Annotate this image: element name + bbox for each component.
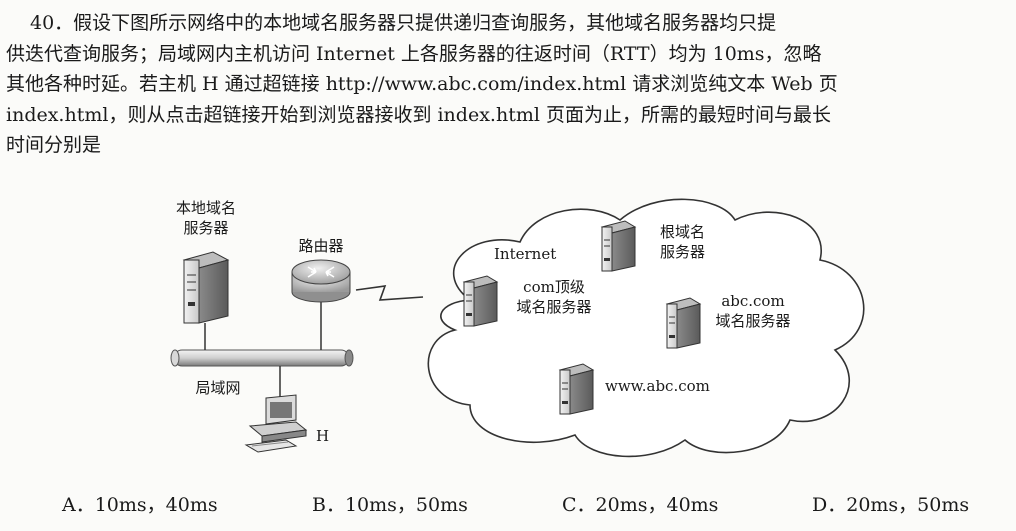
com-tld-label-line: com顶级 <box>523 278 585 296</box>
host-label: H <box>316 427 330 445</box>
question-line: 时间分别是 <box>6 134 102 156</box>
option-c[interactable]: C．20ms，40ms <box>562 494 719 516</box>
question-line: 40．假设下图所示网络中的本地域名服务器只提供递归查询服务，其他域名服务器均只提 <box>30 12 777 34</box>
com-tld-server-icon <box>462 275 499 327</box>
abc-dns-label-line: abc.com <box>721 292 785 310</box>
web-server-icon <box>558 363 595 415</box>
question-line: 供迭代查询服务；局域网内主机访问 Internet 上各服务器的往返时间（RTT… <box>6 42 822 65</box>
question-line: 其他各种时延。若主机 H 通过超链接 http://www.abc.com/in… <box>6 73 838 95</box>
root-dns-label-line: 服务器 <box>660 243 706 261</box>
question-line: index.html，则从点击超链接开始到浏览器接收到 index.html 页… <box>6 103 831 126</box>
abc-dns-server-icon <box>665 297 702 349</box>
wan-link <box>355 285 424 301</box>
lan-bus <box>173 349 350 367</box>
answer-options: A．10ms，40ms B．10ms，50ms C．20ms，40ms D．20… <box>0 490 1016 524</box>
local-dns-label-line: 本地域名 <box>175 199 236 217</box>
question-text: 40．假设下图所示网络中的本地域名服务器只提供递归查询服务，其他域名服务器均只提… <box>6 8 1006 161</box>
abc-dns-label: abc.com 域名服务器 <box>705 291 801 331</box>
internet-label: Internet <box>494 245 557 263</box>
internet-cloud <box>427 198 865 458</box>
abc-dns-label-line: 域名服务器 <box>715 312 791 330</box>
router-icon <box>291 259 351 303</box>
com-tld-label-line: 域名服务器 <box>516 298 592 316</box>
com-tld-label: com顶级 域名服务器 <box>506 277 602 317</box>
option-d[interactable]: D．20ms，50ms <box>812 494 970 516</box>
root-dns-label-line: 根域名 <box>660 223 706 241</box>
web-server-label: www.abc.com <box>605 377 710 395</box>
root-dns-label: 根域名 服务器 <box>660 222 705 262</box>
network-diagram-svg <box>170 198 865 458</box>
network-diagram: 本地域名 服务器 路由器 局域网 H Internet 根域名 服务器 com顶… <box>0 190 1016 475</box>
lan-label: 局域网 <box>195 379 241 397</box>
local-dns-label-line: 服务器 <box>183 219 229 237</box>
local-dns-label: 本地域名 服务器 <box>170 198 242 238</box>
router-label: 路由器 <box>298 237 344 255</box>
option-b[interactable]: B．10ms，50ms <box>312 494 468 516</box>
option-a[interactable]: A．10ms，40ms <box>62 494 218 516</box>
local-dns-server-icon <box>182 251 230 324</box>
root-dns-server-icon <box>600 220 637 272</box>
host-computer-icon <box>244 394 308 453</box>
